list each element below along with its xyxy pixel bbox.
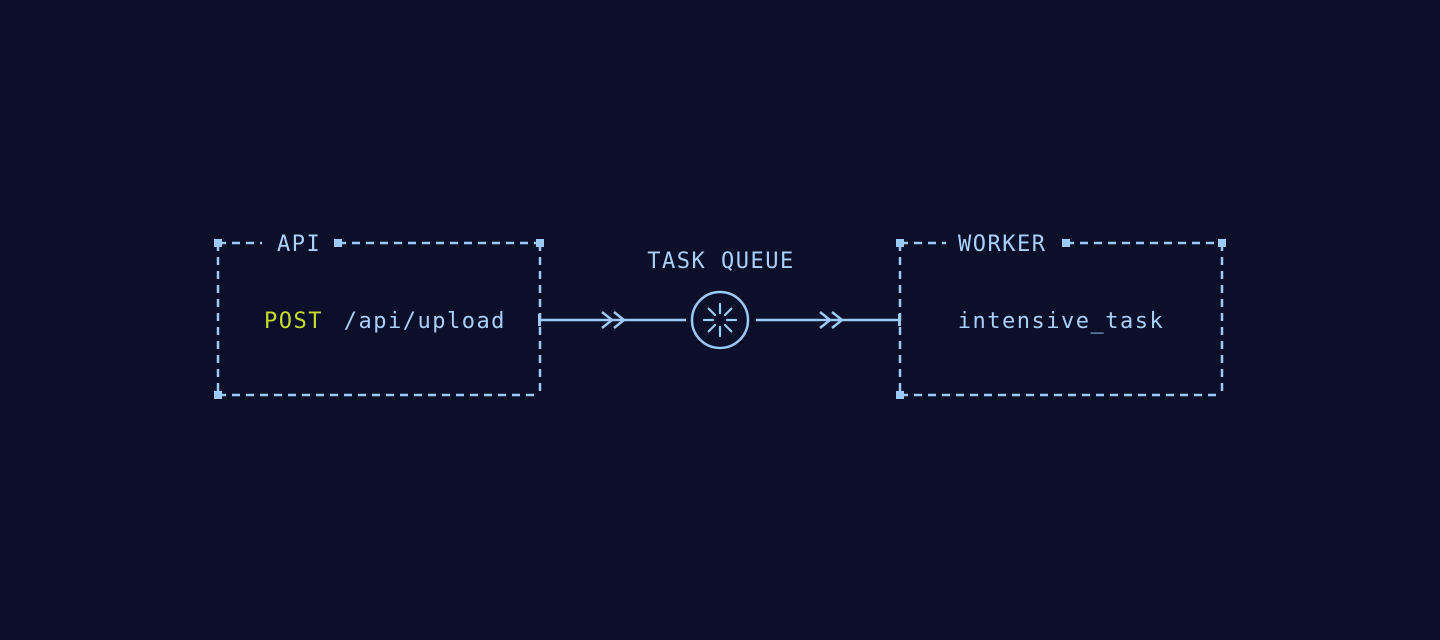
http-method: POST xyxy=(264,309,323,334)
task-queue-node xyxy=(690,290,750,350)
endpoint-path: /api/upload xyxy=(344,309,506,334)
corner-markers xyxy=(214,239,1226,399)
queue-title: TASK QUEUE xyxy=(647,249,794,274)
spinner-icon xyxy=(702,302,738,338)
connector-queue-to-worker xyxy=(756,311,900,329)
connector-api-to-queue xyxy=(541,311,686,329)
api-endpoint: POST /api/upload xyxy=(264,309,506,334)
worker-task-name: intensive_task xyxy=(958,309,1164,334)
worker-title: WORKER xyxy=(958,232,1046,257)
api-title: API xyxy=(277,232,321,257)
